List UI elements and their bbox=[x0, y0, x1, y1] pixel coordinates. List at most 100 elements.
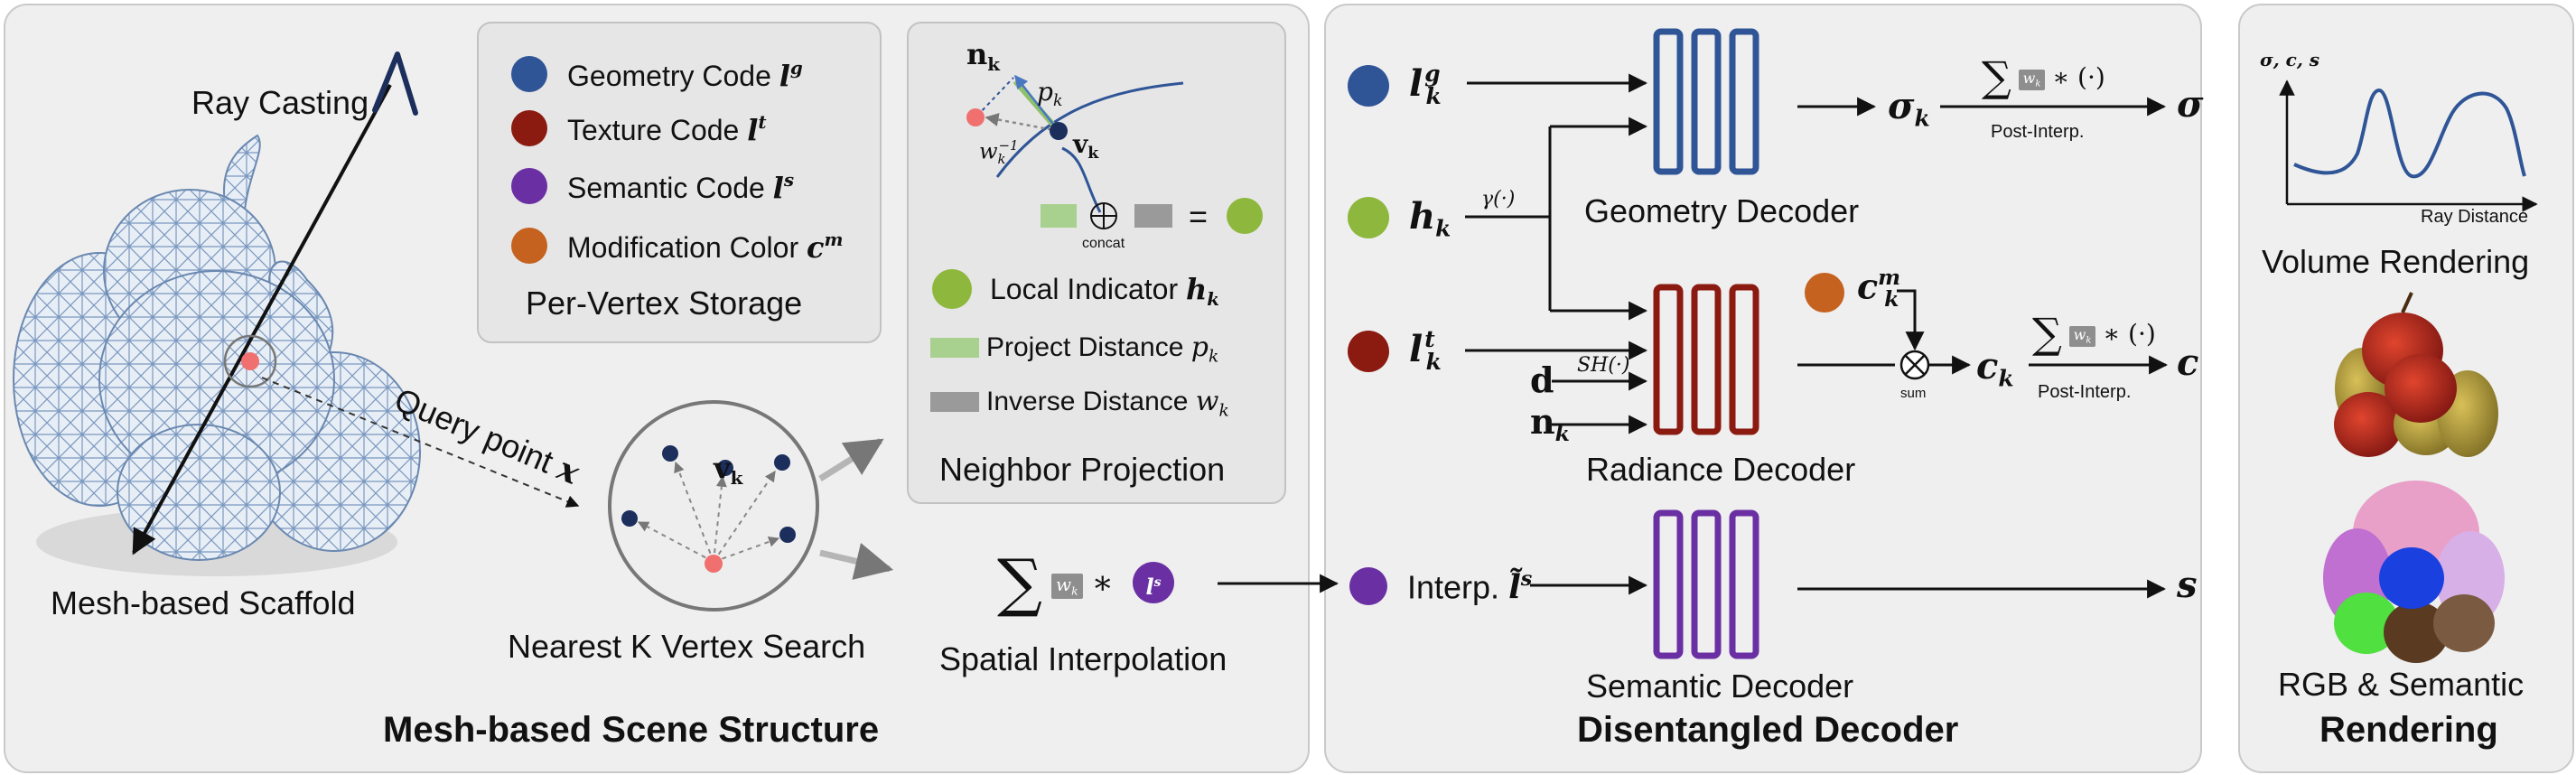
cm-label: cmk bbox=[1857, 266, 1900, 312]
volume-rendering-plot bbox=[2279, 79, 2538, 212]
semantic-code-label: Semantic Code ls bbox=[567, 169, 794, 205]
project-distance-text: Project Distance bbox=[986, 332, 1184, 362]
geometry-code-dot bbox=[511, 56, 547, 92]
post-c-wk-sub: k bbox=[2086, 335, 2092, 346]
post-sigma-chip: wk bbox=[2018, 70, 2046, 91]
geometry-code-sym: l bbox=[779, 58, 790, 93]
output-sigma: σ bbox=[2177, 83, 2204, 126]
radiance-decoder-block bbox=[1653, 284, 1759, 435]
projection-wk-sup: −1 bbox=[998, 137, 1019, 154]
input-h-label: hk bbox=[1409, 199, 1451, 240]
ray-casting-label: Ray Casting bbox=[191, 84, 369, 121]
knn-vk-sub: k bbox=[730, 466, 743, 489]
inverse-distance-sub: k bbox=[1218, 401, 1229, 421]
cm-sub: k bbox=[1884, 285, 1899, 312]
input-d-label: d bbox=[1530, 359, 1554, 400]
modification-color-dot bbox=[511, 228, 547, 264]
concat-label: concat bbox=[1082, 236, 1125, 251]
texture-code-label: Texture Code lt bbox=[567, 111, 767, 147]
sum-label: sum bbox=[1900, 386, 1927, 401]
sigma-k-label: σk bbox=[1888, 89, 1930, 130]
interp-l-sym: l bbox=[1145, 574, 1154, 601]
texture-code-text: Texture Code bbox=[567, 113, 740, 146]
input-lg-dot bbox=[1348, 65, 1389, 107]
projection-wk-sym: w bbox=[979, 138, 998, 164]
rgb-semantic-label: RGB & Semantic bbox=[2278, 666, 2525, 703]
projection-nk-sym: n bbox=[966, 37, 988, 71]
input-h-sym: h bbox=[1409, 195, 1436, 238]
project-distance-swatch bbox=[930, 338, 979, 358]
input-h-dot bbox=[1348, 197, 1389, 238]
post-c-sum: ∑ bbox=[2032, 309, 2062, 358]
local-indicator-sub: k bbox=[1207, 287, 1220, 310]
interp-semantic-dot: ls bbox=[1133, 562, 1174, 603]
input-lg-sym: l bbox=[1409, 62, 1423, 106]
modification-color-label: Modification Color cm bbox=[567, 229, 844, 265]
rgb-render-image bbox=[2334, 292, 2498, 457]
geometry-code-sup: g bbox=[789, 57, 803, 79]
input-n-sub: k bbox=[1554, 421, 1570, 447]
inverse-distance-swatch bbox=[930, 392, 979, 412]
semantic-code-dot bbox=[511, 168, 547, 204]
input-lt-sub: k bbox=[1425, 348, 1442, 375]
modification-color-input-dot bbox=[1805, 273, 1844, 313]
semantic-decoder-label: Semantic Decoder bbox=[1586, 668, 1854, 705]
input-lt-dot bbox=[1348, 331, 1389, 372]
project-distance-sym: p bbox=[1190, 331, 1209, 363]
post-interp-c-label: Post-Interp. bbox=[2038, 382, 2132, 402]
projection-nk-label: nk bbox=[966, 40, 1000, 74]
projection-nk-sub: k bbox=[987, 52, 1001, 75]
local-indicator-label: Local Indicator hk bbox=[990, 275, 1219, 309]
input-lt-sup: t bbox=[1424, 326, 1435, 352]
input-h-sub: k bbox=[1435, 215, 1451, 242]
semantic-code-sym: l bbox=[772, 170, 784, 205]
volume-rendering-label: Volume Rendering bbox=[2262, 243, 2530, 280]
project-distance-sub: k bbox=[1209, 347, 1219, 367]
projection-wk-sub: k bbox=[997, 150, 1006, 167]
geometry-code-text: Geometry Code bbox=[567, 59, 771, 92]
texture-code-sup: t bbox=[758, 111, 767, 133]
interp-wk-sub: k bbox=[1071, 584, 1078, 598]
knn-neighbor-arrows bbox=[637, 461, 780, 563]
semantic-code-sup: s bbox=[783, 169, 794, 191]
output-c: c bbox=[2177, 341, 2199, 384]
cm-sym: c bbox=[1857, 266, 1879, 307]
modification-color-sym: c bbox=[807, 229, 825, 265]
geometry-decoder-label: Geometry Decoder bbox=[1584, 192, 1860, 229]
mesh-section-title: Mesh-based Scene Structure bbox=[383, 710, 880, 750]
input-interp-label: Interp. l̃s bbox=[1407, 569, 1532, 604]
mesh-scaffold-image bbox=[13, 134, 421, 576]
input-lg-sub: k bbox=[1425, 82, 1442, 109]
knn-label: Nearest K Vertex Search bbox=[508, 628, 866, 665]
decoder-section-title: Disentangled Decoder bbox=[1577, 710, 1959, 750]
texture-code-sym: l bbox=[747, 112, 759, 147]
interp-times: ∗ bbox=[1091, 565, 1115, 602]
projection-pk-sym: p bbox=[1037, 77, 1053, 107]
interp-formula: ∑ wk ∗ bbox=[997, 551, 1114, 614]
post-sigma-wk-sub: k bbox=[2035, 79, 2041, 89]
interp-sigma: ∑ bbox=[997, 546, 1042, 620]
inverse-distance-label: Inverse Distance wk bbox=[986, 388, 1229, 420]
post-interp-formula-sigma: ∑ wk ∗ (·) bbox=[1982, 56, 2105, 98]
input-n-label: nk bbox=[1530, 405, 1570, 445]
post-c-rest: ∗ (·) bbox=[2103, 319, 2156, 349]
geometry-decoder-block bbox=[1653, 28, 1759, 175]
mesh-scaffold-label: Mesh-based Scaffold bbox=[51, 584, 356, 621]
plot-x-label: Ray Distance bbox=[2421, 207, 2528, 227]
input-interp-sup: s bbox=[1520, 567, 1533, 591]
texture-code-dot bbox=[511, 110, 547, 146]
geometry-code-label: Geometry Code lg bbox=[567, 57, 803, 93]
modification-color-text: Modification Color bbox=[567, 230, 799, 264]
input-lg-sup: g bbox=[1424, 61, 1441, 87]
inverse-distance-sym: w bbox=[1195, 386, 1219, 417]
projection-vk-sub: k bbox=[1087, 145, 1099, 163]
rendering-title: Rendering bbox=[2319, 710, 2498, 750]
local-indicator-text: Local Indicator bbox=[990, 273, 1179, 305]
modification-color-sup: m bbox=[824, 229, 844, 250]
local-indicator-dot bbox=[932, 269, 972, 309]
inverse-distance-text: Inverse Distance bbox=[986, 387, 1189, 416]
interp-wk-sym: w bbox=[1056, 574, 1072, 595]
input-lg-label: lgk bbox=[1409, 61, 1442, 109]
projection-vk-label: vk bbox=[1073, 132, 1098, 162]
